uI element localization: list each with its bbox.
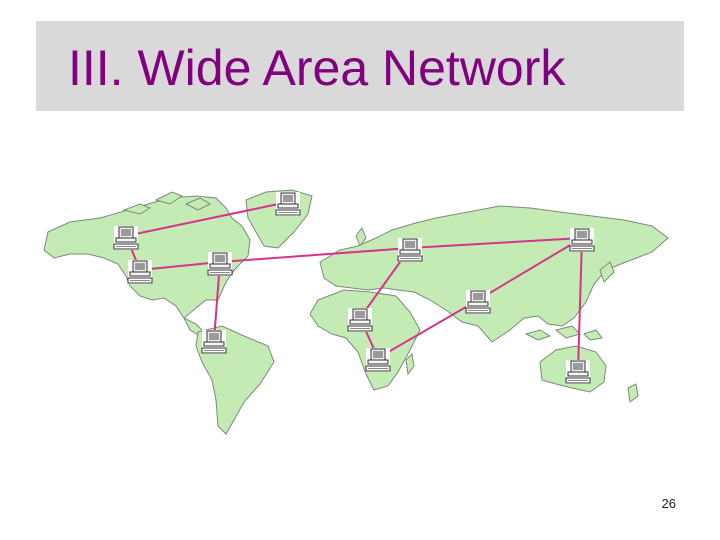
desktop-computer-icon [113,225,139,251]
desktop-computer-icon [397,237,423,263]
network-links [125,201,583,371]
desktop-computer-icon [127,259,153,285]
desktop-computer-icon [275,191,301,217]
slide-title: III. Wide Area Network [68,40,566,96]
arctic-islands [122,191,212,215]
island-great-britain [355,226,367,248]
continent-africa [309,289,421,391]
desktop-computer-icon [201,329,227,355]
desktop-computer-icon [347,307,373,333]
desktop-computer-icon [365,347,391,373]
slide-number: 26 [661,496,676,511]
desktop-computer-icon [465,289,491,315]
desktop-computer-icon [565,359,591,385]
island-japan [599,261,615,283]
island-new-zealand [627,383,639,403]
island-madagascar [405,352,415,376]
islands-indonesia [524,325,603,341]
desktop-computer-icon [569,227,595,253]
desktop-computer-icon [207,251,233,277]
title-bar [36,21,684,111]
